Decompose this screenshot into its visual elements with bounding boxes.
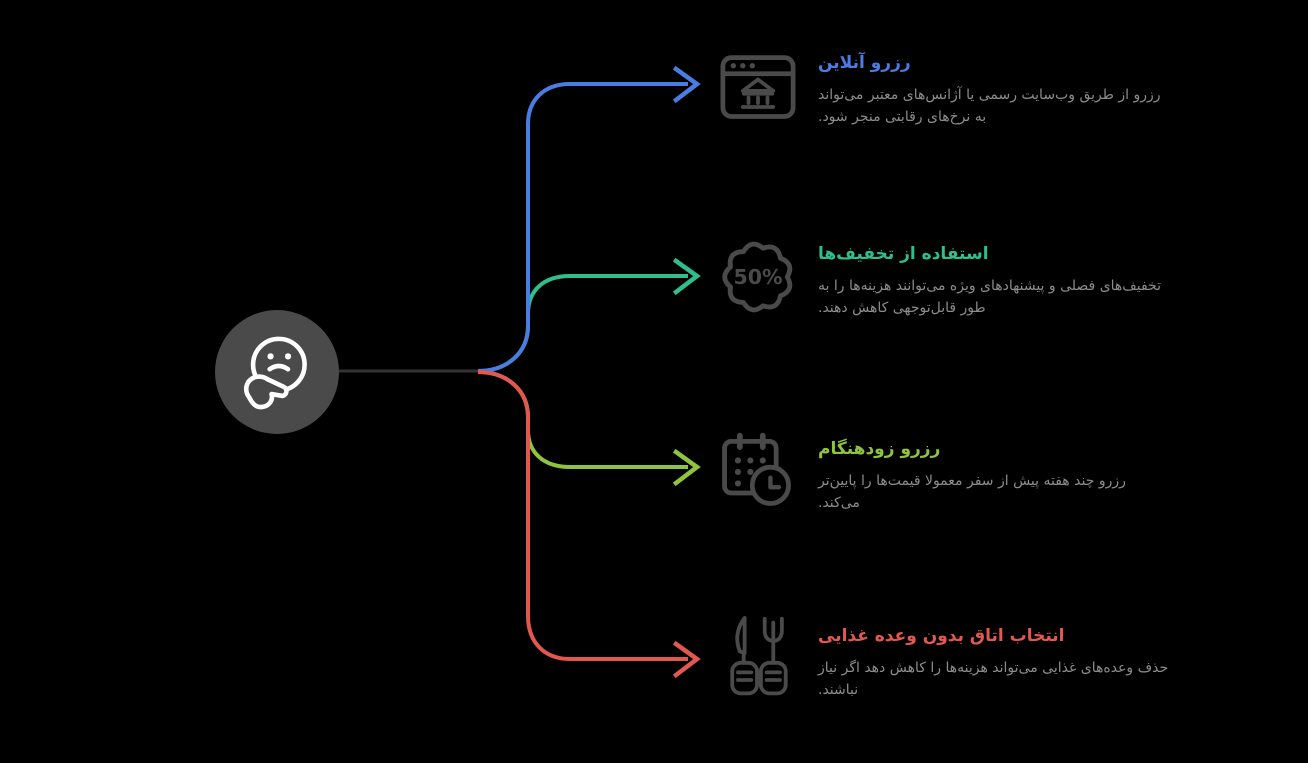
feature-description-no-meals: حذف وعده‌های غذایی می‌تواند هزینه‌ها را … <box>818 660 1169 698</box>
branch-line-early-booking <box>477 370 688 469</box>
feature-title-no-meals: انتخاب اتاق بدون وعده غذایی <box>818 626 1065 646</box>
feature-title-discounts: استفاده از تخفیف‌ها <box>818 244 989 264</box>
feature-description-online-booking: رزرو از طریق وب‌سایت رسمی یا آژانس‌های م… <box>818 87 1161 125</box>
feature-title-online-booking: رزرو آنلاین <box>818 53 911 73</box>
feature-discounts: استفاده از تخفیف‌ها تخفیف‌های فصلی و پیش… <box>818 241 1170 319</box>
branch-arrow-online-booking <box>672 65 701 104</box>
thinking-hand <box>243 374 289 410</box>
badge-percent-label: 50% <box>733 265 782 289</box>
central-node <box>215 310 339 434</box>
calendar-clock-icon <box>714 427 802 515</box>
thinking-face-icon <box>243 336 307 410</box>
knife-fork-icon <box>714 614 802 702</box>
feature-online-booking: رزرو آنلاین رزرو از طریق وب‌سایت رسمی یا… <box>818 50 1170 128</box>
branch-arrow-discounts <box>672 257 701 296</box>
feature-description-early-booking: رزرو چند هفته پیش از سفر معمولا قیمت‌ها … <box>818 473 1126 511</box>
feature-no-meals: انتخاب اتاق بدون وعده غذایی حذف وعده‌های… <box>818 623 1170 701</box>
branch-arrow-no-meals <box>672 640 701 679</box>
branch-line-no-meals <box>477 370 688 661</box>
discount-badge-icon: 50% <box>714 233 802 321</box>
branch-arrow-early-booking <box>672 448 701 487</box>
feature-early-booking: رزرو زودهنگام رزرو چند هفته پیش از سفر م… <box>818 436 1170 514</box>
browser-bank-icon <box>714 44 802 132</box>
branch-line-discounts <box>477 274 688 373</box>
branch-line-online-booking <box>477 82 688 373</box>
feature-title-early-booking: رزرو زودهنگام <box>818 439 941 459</box>
feature-description-discounts: تخفیف‌های فصلی و پیشنهادهای ویژه می‌توان… <box>818 278 1162 316</box>
